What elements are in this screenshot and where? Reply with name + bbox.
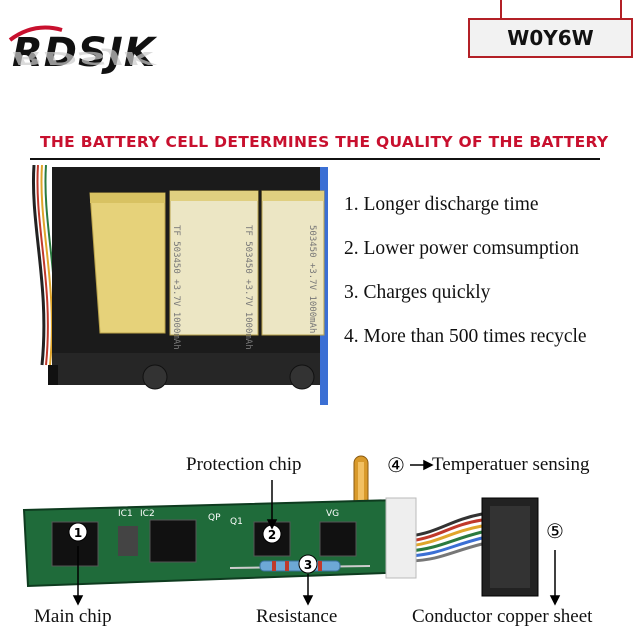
brand-logo: RDSJK RDSJK	[6, 25, 186, 98]
protection-chip-2	[319, 521, 357, 557]
label-main-chip: Main chip	[34, 606, 112, 627]
label-temperature-sensing: Temperatuer sensing	[432, 454, 590, 475]
model-stem-left	[500, 0, 502, 18]
marker-4: ④	[387, 453, 405, 477]
feature-item-3: 3. Charges quickly	[344, 282, 491, 303]
headline: THE BATTERY CELL DETERMINES THE QUALITY …	[40, 133, 609, 151]
silk-vg: VG	[326, 509, 339, 519]
logo-text: RDSJK	[12, 30, 156, 76]
feature-item-2: 2. Lower power comsumption	[344, 238, 580, 259]
connector	[481, 497, 539, 597]
feature-item-4: 4. More than 500 times recycle	[344, 326, 587, 347]
battery-cell-1	[89, 192, 166, 334]
feature-item-1: 1. Longer discharge time	[344, 194, 539, 215]
label-protection-chip: Protection chip	[186, 454, 302, 475]
silk-ic1: IC1	[118, 509, 133, 519]
headline-rule	[30, 158, 600, 160]
pcb-diagram: IC1 IC2 QP Q1 VG 1 2 3 ⑤ ④	[22, 453, 564, 606]
battery-pack-illustration: TF 503450 +3.7V 1000mAh TF 503450 +3.7V …	[32, 165, 328, 405]
silk-q1: Q1	[230, 517, 243, 527]
label-conductor-copper-sheet: Conductor copper sheet	[412, 606, 593, 627]
annotation-arrows	[72, 459, 561, 606]
silk-ic2: IC2	[140, 509, 155, 519]
marker-2: 2	[262, 524, 282, 544]
sensor-cable	[409, 512, 483, 563]
marker-1-number: 1	[74, 526, 82, 540]
ic2-chip	[149, 519, 197, 563]
cell-marking-1: TF 503450 +3.7V 1000mAh	[171, 225, 181, 350]
marker-1: 1	[68, 522, 88, 542]
marker-5: ⑤	[546, 519, 564, 543]
cell-marking-3: 503450 +3.7V 1000mAh	[307, 225, 317, 333]
logo-reflection: RDSJK	[12, 47, 156, 68]
battery-cell-3	[261, 190, 325, 336]
model-code-badge: W0Y6W	[468, 18, 633, 58]
marker-3: 3	[298, 554, 318, 574]
logo-swoosh-icon	[8, 25, 63, 42]
battery-cell-2	[169, 190, 259, 336]
marker-2-number: 2	[268, 528, 276, 542]
model-stem-right	[620, 0, 622, 18]
smd-parts	[118, 526, 138, 556]
silk-qp: QP	[208, 513, 221, 523]
cell-marking-2: TF 503450 +3.7V 1000mAh	[243, 225, 253, 350]
marker-3-number: 3	[304, 558, 312, 572]
label-resistance: Resistance	[256, 606, 338, 627]
